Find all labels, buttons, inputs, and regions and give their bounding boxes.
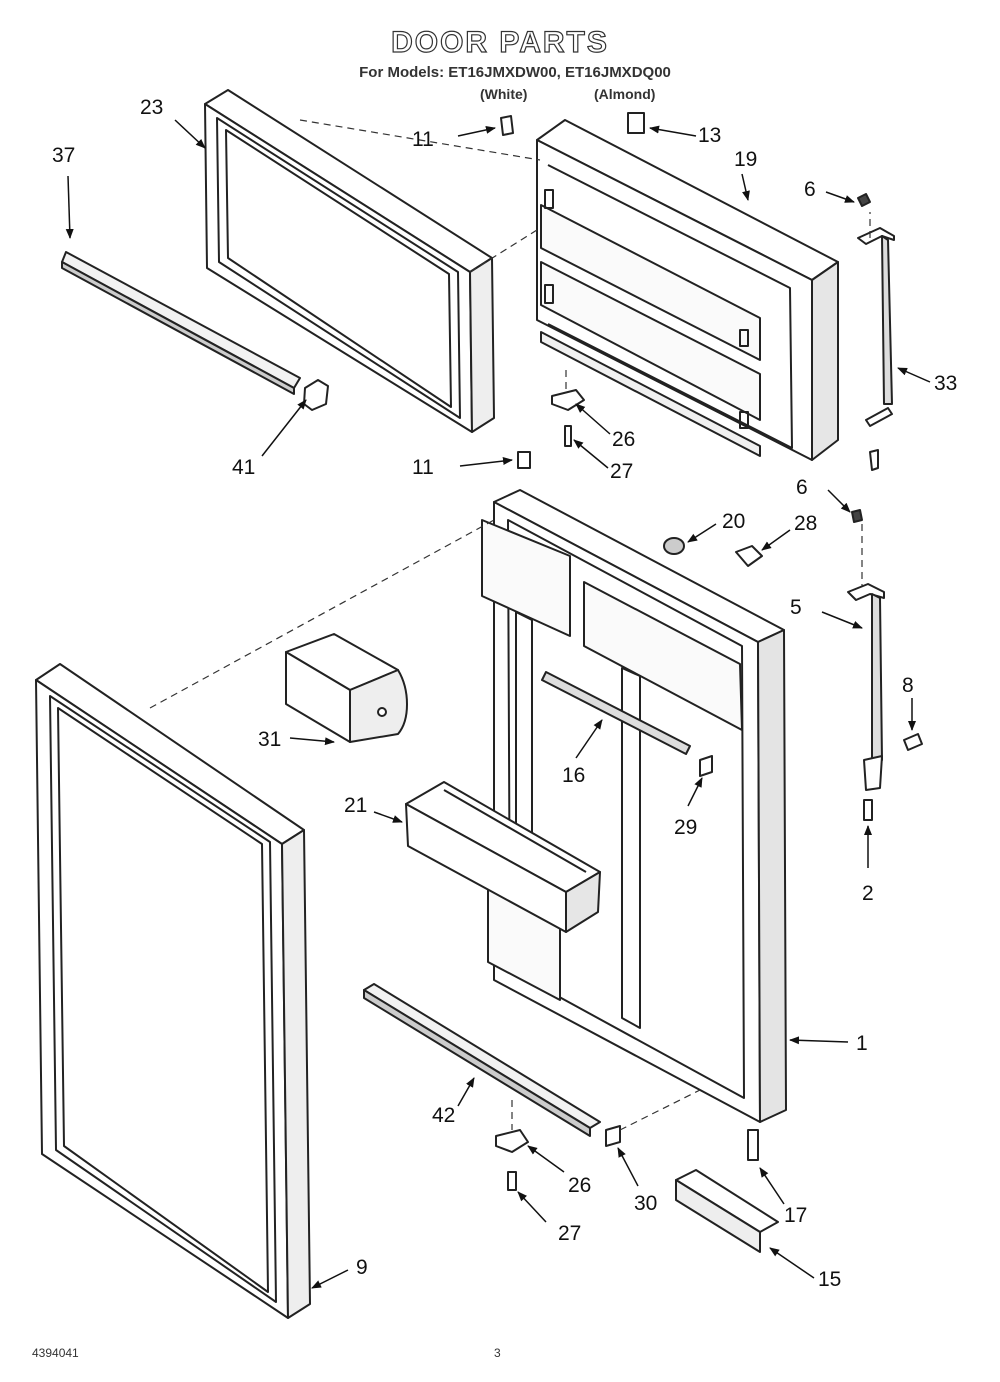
alignment-lines	[149, 119, 871, 1131]
cap-part	[735, 545, 763, 567]
callout-2: 2	[862, 882, 874, 905]
fresh-food-gasket-part	[35, 663, 311, 1319]
callout-16: 16	[562, 764, 585, 787]
freezer-door-liner-part	[536, 119, 839, 461]
screw-part	[507, 1171, 517, 1191]
callout-30: 30	[634, 1192, 657, 1215]
part-number: 4394041	[32, 1346, 79, 1360]
pin-part	[500, 115, 514, 136]
callout-1: 1	[856, 1032, 868, 1055]
screw-part	[851, 509, 863, 523]
callout-27: 27	[610, 460, 633, 483]
freezer-handle-part	[857, 227, 895, 427]
callout-8: 8	[902, 674, 914, 697]
clip-part	[699, 755, 713, 777]
spacer-part	[605, 1125, 621, 1147]
screw-part	[564, 425, 572, 447]
plug-part	[627, 112, 645, 134]
callout-28: 28	[794, 512, 817, 535]
callout-41: 41	[232, 456, 255, 479]
fresh-food-door-part	[481, 489, 787, 1123]
dairy-compartment-part	[285, 633, 408, 743]
screw-part	[869, 449, 879, 471]
clip-part	[303, 379, 329, 411]
screw-part	[747, 1129, 759, 1161]
callout-26: 26	[612, 428, 635, 451]
callout-26-lower: 26	[568, 1174, 591, 1197]
callout-31: 31	[258, 728, 281, 751]
callout-21: 21	[344, 794, 367, 817]
callout-17: 17	[784, 1204, 807, 1227]
callout-15: 15	[818, 1268, 841, 1291]
callout-6: 6	[804, 178, 816, 201]
callout-11-lower: 11	[412, 456, 434, 479]
pin-part	[517, 451, 531, 469]
callout-13: 13	[698, 124, 721, 147]
models-line: For Models: ET16JMXDW00, ET16JMXDQ00	[359, 64, 671, 81]
hinge-bushing-part	[495, 1129, 529, 1153]
callout-27-lower: 27	[558, 1222, 581, 1245]
fresh-food-handle-part	[847, 583, 885, 791]
screw-part	[903, 733, 923, 751]
callout-9: 9	[356, 1256, 368, 1279]
callout-labels: 23 37 11 13 19 6 33 41 26 27 11 6 20 28 …	[52, 96, 957, 1291]
plug-part	[663, 537, 685, 555]
callout-23: 23	[140, 96, 163, 119]
screw-part	[863, 799, 873, 821]
callout-19: 19	[734, 148, 757, 171]
shelf-bar-part	[541, 671, 691, 755]
page-title: DOOR PARTS	[390, 25, 609, 59]
callout-6-lower: 6	[796, 476, 808, 499]
callout-37: 37	[52, 144, 75, 167]
model-almond-label: (Almond)	[594, 86, 656, 102]
page-number: 3	[494, 1346, 501, 1360]
callout-20: 20	[722, 510, 745, 533]
screw-part	[857, 193, 871, 207]
leader-arrows	[65, 119, 931, 1289]
callout-29: 29	[674, 816, 697, 839]
callout-11: 11	[412, 128, 434, 151]
callout-42: 42	[432, 1104, 455, 1127]
door-bin-part	[405, 781, 601, 933]
model-white-label: (White)	[480, 86, 528, 102]
lower-trim-part	[363, 983, 601, 1137]
callout-33: 33	[934, 372, 957, 395]
freezer-trim-part	[61, 251, 301, 395]
freezer-gasket-part	[204, 89, 495, 433]
callout-5: 5	[790, 596, 802, 619]
